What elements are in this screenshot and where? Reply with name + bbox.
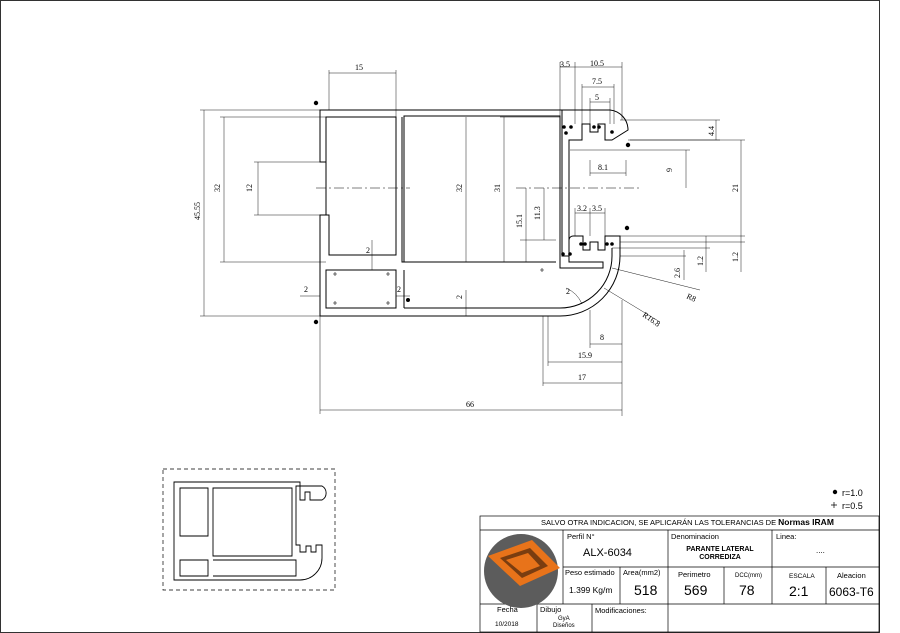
dcc-value: 78 [739,582,755,598]
dim-total-height: 45.55 [193,202,202,220]
profile-main-view [319,109,629,317]
dim-left-12: 12 [245,184,254,192]
dim-2-6: 2.6 [673,268,682,278]
linea-label: Linea: [776,532,796,541]
dim-left-32: 32 [213,184,222,192]
dibujo-value2: Diseños [553,623,575,629]
dimension-lines [200,62,745,416]
denominacion-line2: CORREDIZA [699,554,741,561]
legend-r1: r=1.0 [842,488,863,498]
dim-wall-2-a: 2 [366,246,370,255]
dim-mid-32: 32 [455,184,464,192]
perimetro-label: Perimetro [678,570,711,579]
perimetro-value: 569 [684,582,708,598]
peso-value: 1.399 Kg/m [569,585,612,595]
dim-arc-2: 2 [566,287,570,296]
thumbnail-frame [162,468,336,591]
perfil-value: ALX-6034 [583,547,632,559]
denominacion-label: Denominacion [671,532,719,541]
denominacion-line1: PARANTE LATERAL [686,546,754,553]
title-block [479,515,880,633]
escala-label: ESCALA [789,573,815,580]
plus-markers [333,268,544,305]
area-label: Area(mm2) [623,568,661,577]
dim-3-2: 3.2 [577,204,587,213]
dim-3-5-top: 3.5 [560,60,570,69]
dot-markers [313,100,631,325]
dim-5: 5 [595,93,599,102]
area-value: 518 [634,582,658,598]
dim-wall-2-b: 2 [304,285,308,294]
dim-3-5-bot: 3.5 [592,204,602,213]
dibujo-label: Dibujo [540,605,561,614]
dibujo-value1: GyA [558,616,570,622]
dim-10-5: 10.5 [590,59,604,68]
dim-11-3: 11.3 [533,206,542,220]
dim-mid-31: 31 [493,184,502,192]
fecha-label: Fecha [497,605,519,614]
tolerance-note: SALVO OTRA INDICACION, SE APLICARÁN LAS … [541,517,834,527]
dim-21: 21 [731,184,740,192]
aleacion-value: 6063-T6 [829,585,874,599]
dim-r16-8: R16.8 [641,310,662,328]
dim-1-2-a: 1.2 [696,256,705,266]
dim-r8: R8 [685,292,697,304]
dim-15-1: 15.1 [515,214,524,228]
dim-9: 9 [665,168,674,172]
dim-8: 8 [600,333,604,342]
dim-7-5: 7.5 [592,77,602,86]
dim-17: 17 [578,373,586,382]
dim-top-15: 15 [355,63,363,72]
escala-value: 2:1 [789,583,809,599]
dim-4-4: 4.4 [707,126,716,136]
aleacion-label: Aleacion [837,571,866,580]
dim-1-2-b: 1.2 [731,252,740,262]
fecha-value: 10/2018 [495,621,519,628]
perfil-label: Perfil N° [567,532,595,541]
legend-r05: r=0.5 [842,501,863,511]
peso-label: Peso estimado [565,568,615,577]
radius-legend: r=1.0 r=0.5 [831,488,863,511]
thumbnail-profile [173,481,327,581]
company-logo [484,534,560,608]
dim-66: 66 [466,400,474,409]
dim-wall-2-c: 2 [397,285,401,294]
linea-value: .... [816,546,825,555]
dcc-label: DCC(mm) [735,573,762,579]
dim-15-9: 15.9 [578,351,592,360]
dim-8-1: 8.1 [598,163,608,172]
modificaciones-label: Modificaciones: [595,606,647,615]
dim-wall-2-d: 2 [455,295,464,299]
